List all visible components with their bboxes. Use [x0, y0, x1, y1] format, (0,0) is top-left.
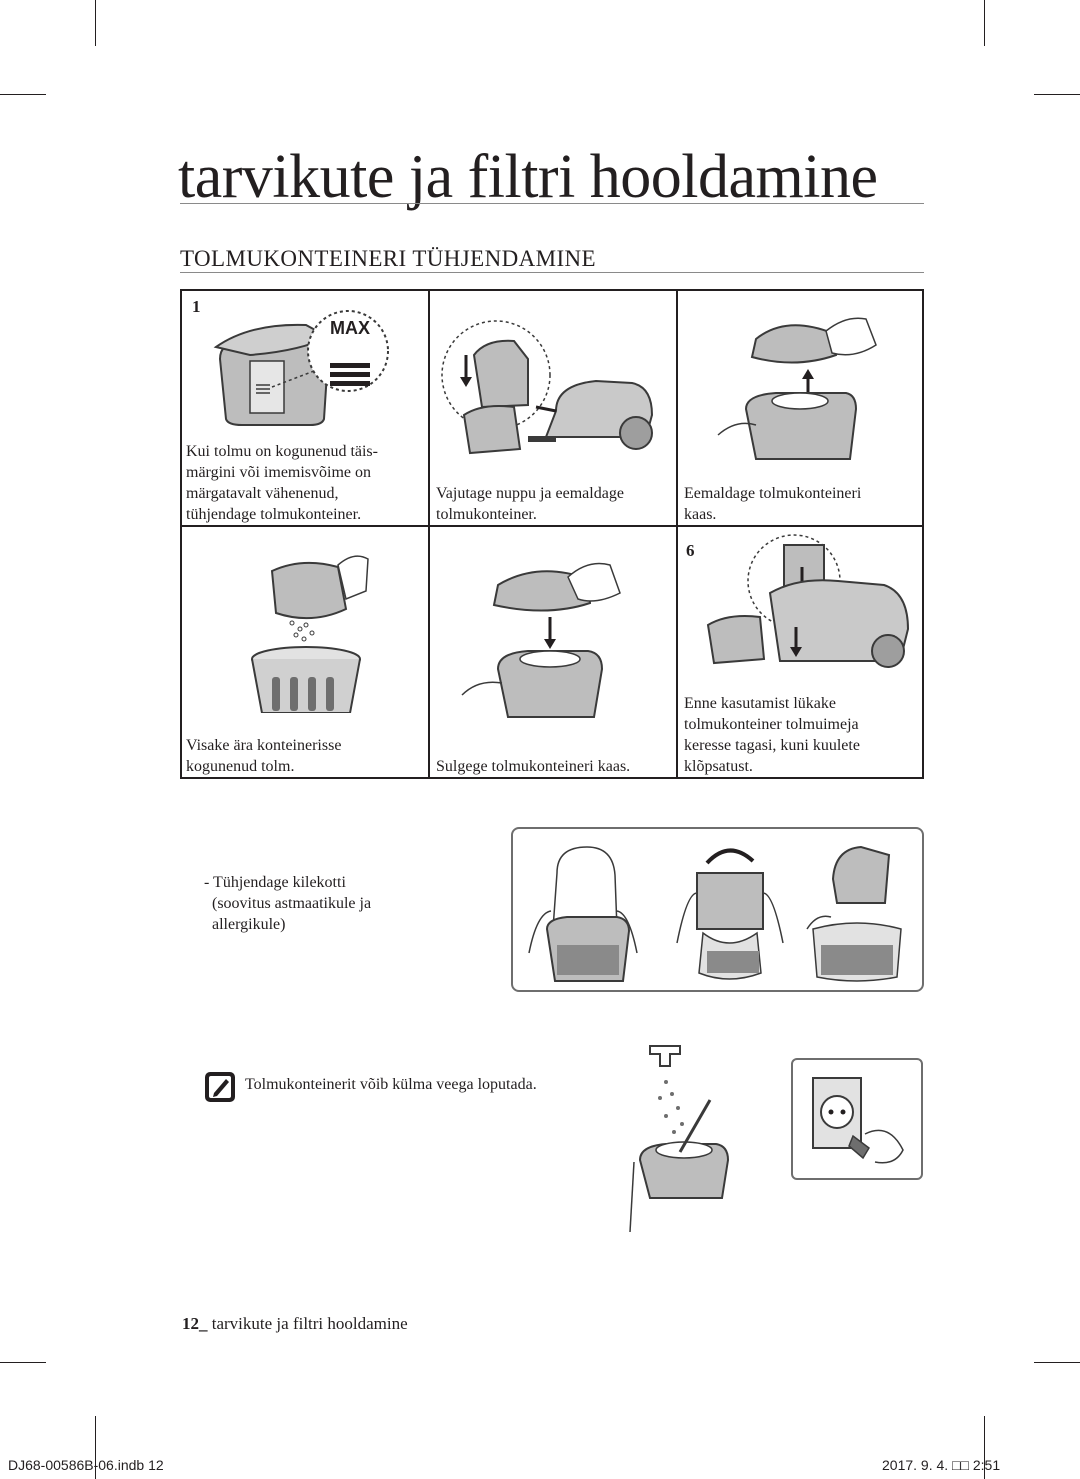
caption-line: tühjendage tolmukonteiner.	[186, 506, 362, 523]
caption-line: Enne kasutamist lükake	[684, 695, 836, 712]
dust-container-max-illustration	[213, 310, 389, 426]
step-caption: Eemaldage tolmukonteineri kaas.	[684, 483, 861, 525]
caption-line: Eemaldage tolmukonteineri	[684, 485, 862, 502]
crop-mark	[1034, 94, 1080, 95]
page-number: 12_	[182, 1314, 208, 1333]
bag-tip-text: - Tühjendage kilekotti (soovitus astmaat…	[204, 874, 372, 933]
note-text: Tolmukonteinerit võib külma veega loputa…	[245, 1076, 537, 1093]
step-1: 1 MAX Kui tolmu on kogunenud täis- märgi…	[182, 291, 428, 525]
close-lid-illustration	[461, 562, 621, 718]
caption-line: tolmukonteiner.	[436, 506, 537, 523]
grid-divider	[428, 291, 430, 777]
step-caption: Visake ära konteinerisse kogunenud tolm.	[186, 735, 341, 777]
grid-divider	[182, 525, 922, 527]
step-caption: Sulgege tolmukonteineri kaas.	[436, 756, 630, 777]
unplug-illustration-box	[791, 1058, 923, 1180]
step-3: Eemaldage tolmukonteineri kaas.	[678, 291, 924, 525]
section-heading: TOLMUKONTEINERI TÜHJENDAMINE	[180, 246, 597, 271]
crop-mark	[95, 1416, 96, 1479]
bag-emptying-illustration	[528, 845, 902, 982]
remove-lid-illustration	[717, 317, 877, 460]
empty-dust-illustration	[251, 555, 369, 713]
print-slug-date: 2017. 9. 4. □□ 2:51	[882, 1457, 1001, 1473]
caption-line: Visake ära konteinerisse	[186, 737, 342, 754]
step-5: Sulgege tolmukonteineri kaas.	[430, 527, 676, 777]
caption-line: keresse tagasi, kuni kuulete	[684, 737, 860, 754]
crop-mark	[984, 0, 985, 46]
caption-line: Kui tolmu on kogunenud täis-	[186, 443, 378, 460]
page-title: tarvikute ja filtri hooldamine	[178, 143, 878, 211]
caption-line: kaas.	[684, 506, 717, 523]
caption-line: tolmukonteiner tolmuimeja	[684, 716, 859, 733]
insert-container-illustration	[706, 534, 910, 668]
step-2: Vajutage nuppu ja eemaldage tolmukontein…	[430, 291, 676, 525]
step-6: 6 Enne kasutamist lükake tolmukonteiner …	[678, 527, 924, 777]
grid-divider	[676, 291, 678, 777]
caption-line: kogunenud tolm.	[186, 758, 295, 775]
section-rule	[180, 272, 924, 273]
note-pencil-icon	[205, 1072, 235, 1102]
step-number: 1	[192, 297, 201, 316]
power-plug-icon	[812, 1077, 904, 1164]
caption-line: Vajutage nuppu ja eemaldage	[436, 485, 624, 502]
step-caption: Enne kasutamist lükake tolmukonteiner to…	[684, 693, 860, 777]
steps-grid: 1 MAX Kui tolmu on kogunenud täis- märgi…	[180, 289, 924, 779]
crop-mark	[984, 1416, 985, 1479]
step-caption: Kui tolmu on kogunenud täis- märgini või…	[186, 441, 378, 525]
crop-mark	[95, 0, 96, 46]
crop-mark	[0, 1362, 46, 1363]
step-4: Visake ära konteinerisse kogunenud tolm.	[182, 527, 428, 777]
step-caption: Vajutage nuppu ja eemaldage tolmukontein…	[436, 483, 624, 525]
caption-line: märgatavalt vähenenud,	[186, 485, 339, 502]
crop-mark	[1034, 1362, 1080, 1363]
caption-line: märgini või imemisvõime on	[186, 464, 372, 481]
caption-line: klõpsatust.	[684, 758, 753, 775]
page-footer: 12_ tarvikute ja filtri hooldamine	[182, 1314, 408, 1334]
caption-line: Sulgege tolmukonteineri kaas.	[436, 758, 631, 775]
max-label: MAX	[330, 318, 370, 338]
remove-container-illustration	[441, 320, 654, 455]
crop-mark	[0, 94, 46, 95]
bag-emptying-illustration-box	[511, 827, 924, 992]
footer-label: tarvikute ja filtri hooldamine	[207, 1314, 408, 1333]
title-rule	[180, 203, 924, 204]
print-slug-file: DJ68-00586B-06.indb 12	[8, 1457, 164, 1473]
step-number: 6	[686, 541, 695, 560]
rinse-container-illustration	[629, 1045, 730, 1232]
